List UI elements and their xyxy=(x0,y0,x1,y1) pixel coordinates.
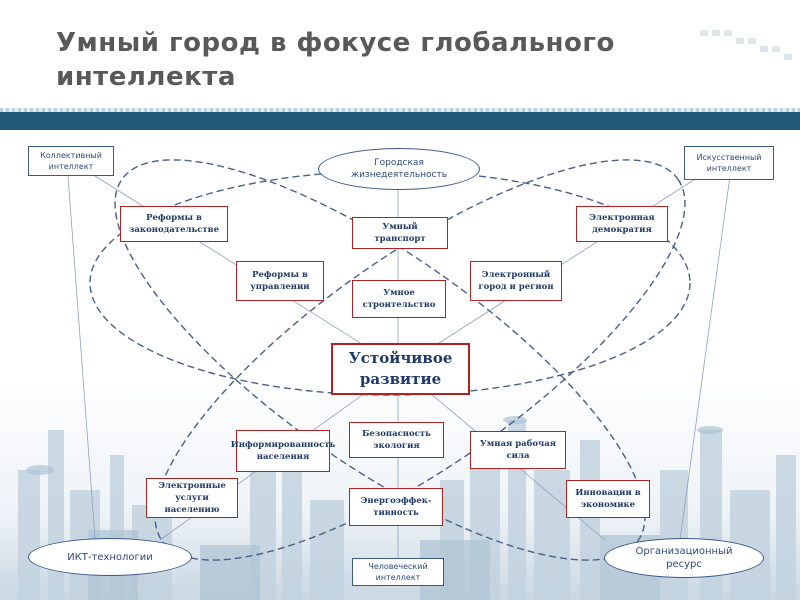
e-democracy-label: Электронная демократия xyxy=(589,213,655,235)
smart-workforce-label: Умная рабочая сила xyxy=(479,439,557,461)
e-city-region-label: Электронный город и регион xyxy=(478,270,554,292)
reform-law-label: Реформы в законодательстве xyxy=(129,213,219,235)
header-band xyxy=(0,112,800,130)
urban-life-ellipse: Городская жизнедеятельность xyxy=(318,148,480,190)
sustainable-development-label: Устойчивое развитие xyxy=(348,349,453,388)
box-sustainable-development: Устойчивое развитие xyxy=(331,343,470,395)
box-energy-efficiency: Энергоэффек-тивность xyxy=(349,488,443,526)
box-citizen-informed: Информированность населения xyxy=(231,430,335,472)
artificial-intelligence-label: Искусственный интеллект xyxy=(696,153,762,173)
reform-governance-label: Реформы в управлении xyxy=(250,270,310,292)
safety-ecology-label: Безопасность экология xyxy=(362,429,431,451)
ellipse-orbit-upper xyxy=(89,170,691,396)
collective-intelligence-label: Коллективный интеллект xyxy=(40,151,102,171)
ict-technologies-label: ИКТ-технологии xyxy=(67,551,153,563)
line-collective-to-ict xyxy=(67,175,96,539)
box-smart-construction: Умное строительство xyxy=(352,280,446,318)
page-title: Умный город в фокусе глобального интелле… xyxy=(56,28,615,92)
smart-transport-label: Умный транспорт xyxy=(374,222,426,244)
smart-construction-label: Умное строительство xyxy=(362,288,436,310)
artificial-intelligence-box: Искусственный интеллект xyxy=(684,146,774,180)
box-e-democracy: Электронная демократия xyxy=(576,206,668,242)
box-smart-transport: Умный транспорт xyxy=(352,217,448,249)
urban-life-label: Городская жизнедеятельность xyxy=(350,158,448,180)
human-intelligence-box: Человеческий интеллект xyxy=(352,558,444,586)
box-reform-governance: Реформы в управлении xyxy=(236,261,324,301)
box-reform-law: Реформы в законодательстве xyxy=(120,206,228,242)
box-e-services: Электронные услуги населению xyxy=(146,478,238,518)
box-innovation-economy: Инновации в экономике xyxy=(566,480,650,518)
org-resource-ellipse: Организационный ресурс xyxy=(604,538,764,578)
e-services-label: Электронные услуги населению xyxy=(158,481,226,515)
human-intelligence-label: Человеческий интеллект xyxy=(368,562,428,582)
energy-efficiency-label: Энергоэффек-тивность xyxy=(360,496,432,518)
org-resource-label: Организационный ресурс xyxy=(635,546,733,570)
box-e-city-region: Электронный город и регион xyxy=(470,261,562,301)
ict-technologies-ellipse: ИКТ-технологии xyxy=(28,538,192,576)
box-smart-workforce: Умная рабочая сила xyxy=(470,431,566,469)
collective-intelligence-box: Коллективный интеллект xyxy=(28,146,114,176)
header-band-pattern xyxy=(0,108,800,112)
citizen-informed-label: Информированность населения xyxy=(230,440,336,462)
box-safety-ecology: Безопасность экология xyxy=(349,422,444,458)
ellipse-orbit-right-diagonal xyxy=(154,159,686,561)
innovation-economy-label: Инновации в экономике xyxy=(575,488,641,510)
line-artificial-to-org xyxy=(679,175,731,541)
